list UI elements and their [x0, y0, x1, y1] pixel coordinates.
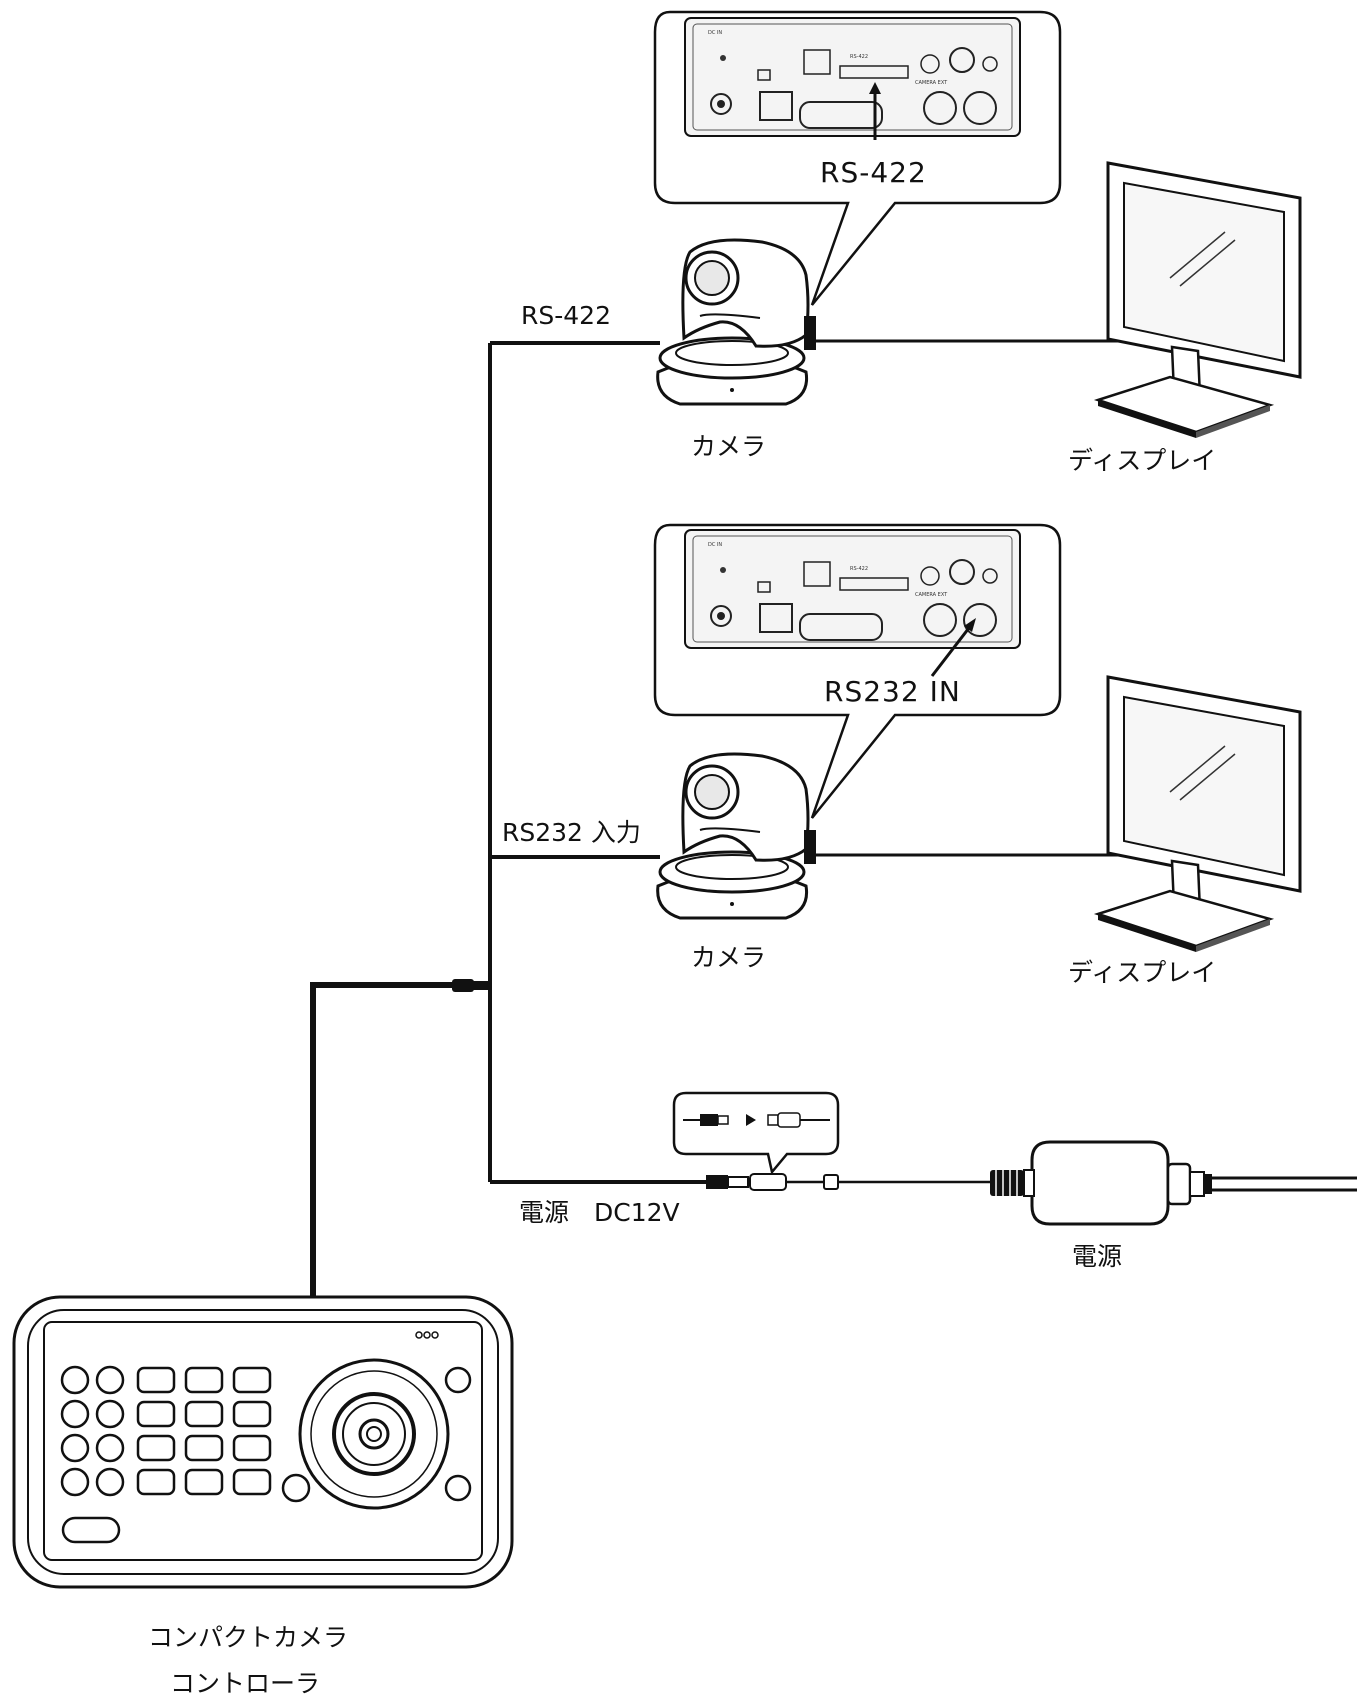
svg-text:CAMERA EXT: CAMERA EXT — [915, 592, 948, 598]
display-label-1: ディスプレイ — [1068, 446, 1217, 475]
svg-text:RS-422: RS-422 — [850, 566, 868, 572]
camera-rear-panel-2: DC IN RS-422 CAMERA EXT — [684, 529, 1021, 649]
ptz-camera-icon — [656, 752, 816, 920]
rect-buttons — [136, 1366, 272, 1496]
ptz-camera-icon — [656, 238, 816, 406]
power-supply-label: 電源 — [1072, 1242, 1123, 1271]
brand-mark-icon — [415, 1331, 439, 1339]
svg-text:DC IN: DC IN — [708, 30, 722, 36]
monitor-icon — [1093, 161, 1302, 438]
controller-cable-connector — [452, 979, 490, 992]
monitor-icon — [1093, 675, 1302, 952]
svg-text:DC IN: DC IN — [708, 542, 722, 548]
display-label-2: ディスプレイ — [1068, 958, 1217, 987]
cable-label-rs422: RS-422 — [521, 301, 611, 330]
cable-network — [310, 339, 1165, 1297]
callout-pointer-2 — [930, 623, 974, 677]
controller-label-line1: コンパクトカメラ — [148, 1623, 349, 1652]
power-adapter-icon — [990, 1140, 1357, 1226]
cable-controller — [310, 982, 458, 1297]
joystick-icon — [298, 1358, 450, 1510]
controller-label-line2: コントローラ — [170, 1669, 321, 1698]
power-connector — [706, 1173, 990, 1191]
camera-label-2: カメラ — [691, 943, 767, 972]
cable-label-rs232: RS232 入力 — [502, 818, 641, 847]
camera-rear-panel-1: DC IN RS-422 CAMERA EXT — [684, 17, 1021, 137]
camera-label-1: カメラ — [691, 432, 767, 461]
dc-plug-icon — [683, 1112, 830, 1128]
plug-callout — [672, 1091, 840, 1175]
callout-rs232: DC IN RS-422 CAMERA EXT — [653, 523, 1062, 819]
callout-label-rs232: RS232 IN — [824, 675, 961, 708]
callout-rs422: DC IN RS-422 CAMERA EXT — [653, 10, 1062, 306]
svg-text:CAMERA EXT: CAMERA EXT — [915, 80, 948, 86]
callout-label-rs422: RS-422 — [820, 156, 927, 189]
cable-label-power: 電源 DC12V — [519, 1198, 680, 1227]
svg-text:RS-422: RS-422 — [850, 54, 868, 60]
round-buttons — [60, 1365, 125, 1497]
camera-controller-icon — [12, 1295, 514, 1589]
